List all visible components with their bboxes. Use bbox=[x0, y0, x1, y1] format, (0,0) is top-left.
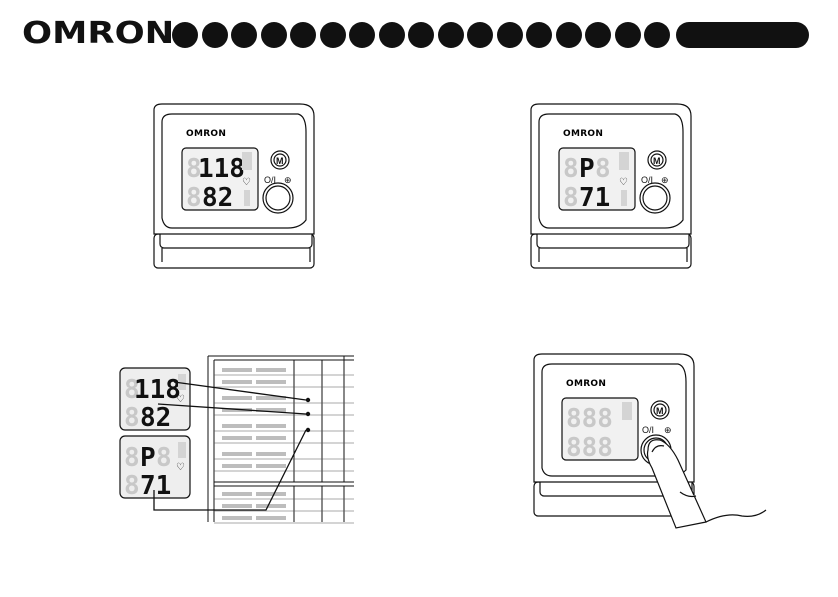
record-diastolic: 82 bbox=[140, 403, 171, 433]
table-cell-placeholder bbox=[222, 368, 252, 372]
table-cell-placeholder bbox=[222, 504, 252, 508]
lcd-ghost-bottom: 8 bbox=[186, 183, 202, 213]
svg-text:8: 8 bbox=[156, 443, 172, 473]
lcd-memory-segments bbox=[242, 152, 252, 170]
table-cell-placeholder bbox=[222, 436, 252, 440]
header-dot bbox=[379, 22, 405, 48]
header-dot bbox=[615, 22, 641, 48]
header-dot bbox=[644, 22, 670, 48]
heart-icon: ♡ bbox=[176, 394, 185, 405]
table-cell-placeholder bbox=[256, 436, 286, 440]
monitor-figure-press: OMRON 888 888 M O/I ⊕ bbox=[530, 352, 770, 532]
header-dot bbox=[349, 22, 375, 48]
lcd-pulse: 71 bbox=[579, 183, 610, 213]
svg-text:8: 8 bbox=[124, 471, 140, 501]
table-cell-placeholder bbox=[256, 424, 286, 428]
record-pulse: 71 bbox=[140, 471, 171, 501]
lcd-all-segments-bottom: 888 bbox=[566, 433, 613, 463]
header-dot bbox=[290, 22, 316, 48]
table-cell-placeholder bbox=[256, 380, 286, 384]
table-cell-placeholder bbox=[256, 516, 286, 520]
header-bar: OMRON bbox=[0, 0, 838, 60]
table-cell-placeholder bbox=[222, 396, 252, 400]
table-cell-placeholder bbox=[222, 492, 252, 496]
monitor-figure-pulse: OMRON 8 P 8 8 71 ♡ M O/I ⊕ bbox=[527, 102, 697, 274]
svg-text:8: 8 bbox=[124, 443, 140, 473]
header-dot bbox=[526, 22, 552, 48]
heart-icon: ♡ bbox=[176, 462, 185, 473]
start-icon: ⊕ bbox=[664, 425, 672, 435]
table-cell-placeholder bbox=[256, 492, 286, 496]
table-cell-placeholder bbox=[222, 464, 252, 468]
start-icon: ⊕ bbox=[284, 175, 292, 185]
record-table-rows bbox=[214, 368, 354, 523]
heart-icon: ♡ bbox=[242, 177, 251, 188]
table-cell-placeholder bbox=[256, 452, 286, 456]
header-dot bbox=[202, 22, 228, 48]
header-dot bbox=[172, 22, 198, 48]
device-brand-label: OMRON bbox=[186, 129, 226, 139]
header-dot bbox=[467, 22, 493, 48]
record-table-figure: 8 118 8 82 ♡ 8 P 8 8 71 ♡ bbox=[114, 350, 358, 526]
device-brand-label: OMRON bbox=[566, 379, 606, 389]
header-dot bbox=[231, 22, 257, 48]
table-cell-placeholder bbox=[222, 516, 252, 520]
memory-button[interactable]: M bbox=[656, 406, 664, 416]
svg-text:8: 8 bbox=[124, 403, 140, 433]
header-dot bbox=[556, 22, 582, 48]
header-dot bbox=[320, 22, 346, 48]
heart-icon: ♡ bbox=[619, 177, 628, 188]
table-cell-placeholder bbox=[256, 368, 286, 372]
lcd-all-segments-top: 888 bbox=[566, 404, 613, 434]
lcd-systolic: 118 bbox=[198, 154, 245, 184]
lcd-ghost-top-right: 8 bbox=[595, 154, 611, 184]
record-display-2: 8 P 8 8 71 ♡ bbox=[120, 436, 190, 501]
header-dot bbox=[408, 22, 434, 48]
lcd-ghost-top: 8 bbox=[563, 154, 579, 184]
record-pulse-symbol: P bbox=[140, 443, 156, 473]
record-systolic: 118 bbox=[134, 375, 181, 405]
table-cell-placeholder bbox=[222, 424, 252, 428]
monitor-figure-reading: OMRON 8 118 8 82 ♡ M O/I ⊕ bbox=[150, 102, 320, 274]
lcd-memory-segments bbox=[619, 152, 629, 170]
header-dot bbox=[585, 22, 611, 48]
lcd-diastolic: 82 bbox=[202, 183, 233, 213]
start-icon: ⊕ bbox=[661, 175, 669, 185]
lcd-ghost-bottom: 8 bbox=[563, 183, 579, 213]
memory-button[interactable]: M bbox=[276, 156, 284, 166]
memory-button[interactable]: M bbox=[653, 156, 661, 166]
record-dot-diastolic bbox=[306, 412, 310, 416]
table-cell-placeholder bbox=[256, 464, 286, 468]
header-pill bbox=[676, 22, 809, 48]
lcd-pulse-symbol: P bbox=[579, 154, 595, 184]
table-cell-placeholder bbox=[256, 504, 286, 508]
record-dot-systolic bbox=[306, 398, 310, 402]
record-display-1: 8 118 8 82 ♡ bbox=[120, 368, 190, 433]
header-dot bbox=[438, 22, 464, 48]
omron-logo: OMRON bbox=[22, 14, 174, 54]
lcd-level-bar bbox=[621, 190, 627, 206]
device-brand-label: OMRON bbox=[563, 129, 603, 139]
power-label: O/I bbox=[641, 175, 653, 185]
power-label: O/I bbox=[264, 175, 276, 185]
record-dot-pulse bbox=[306, 428, 310, 432]
lcd-level-bar bbox=[244, 190, 250, 206]
power-label: O/I bbox=[642, 425, 654, 435]
header-dot bbox=[497, 22, 523, 48]
table-cell-placeholder bbox=[222, 452, 252, 456]
table-cell-placeholder bbox=[222, 380, 252, 384]
header-dot bbox=[261, 22, 287, 48]
